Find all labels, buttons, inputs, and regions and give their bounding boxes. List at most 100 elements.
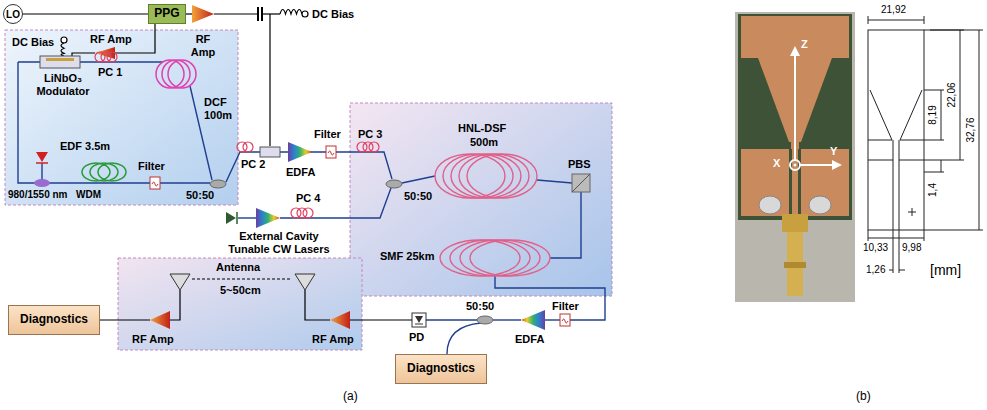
fiber-coil <box>82 163 126 181</box>
fiber <box>402 176 435 183</box>
dimension-line <box>924 90 944 140</box>
inductor-symbol <box>280 10 302 15</box>
screw <box>759 196 781 214</box>
pc-loop <box>357 142 367 152</box>
axis-label: Y <box>830 145 837 158</box>
pc-loop <box>297 208 307 218</box>
substrate-gap <box>741 58 789 142</box>
pc-loop <box>101 52 111 62</box>
sma-connector <box>782 214 808 232</box>
fiber-coil <box>156 60 196 88</box>
photo-background <box>735 12 855 302</box>
axis-line <box>800 164 834 166</box>
rf-amplifier-symbol <box>192 5 214 23</box>
pbs-diagonal <box>572 174 590 192</box>
axis-arrowhead <box>832 160 842 170</box>
axes <box>790 54 834 170</box>
pump-diode-symbol <box>36 152 48 162</box>
coil-turn <box>451 154 521 198</box>
fiber <box>238 217 256 218</box>
wire <box>100 319 150 320</box>
coil-turn <box>168 60 196 88</box>
axis-dot <box>794 164 797 167</box>
rf-amplifier-symbol <box>330 311 350 329</box>
sma-connector <box>784 262 806 268</box>
pc-loop <box>303 208 313 218</box>
antenna-symbol <box>170 274 190 290</box>
coil-turn <box>459 154 529 198</box>
pcb-board <box>738 14 852 220</box>
coupler-label: 50:50 <box>466 300 494 313</box>
polarization-controller <box>237 142 379 218</box>
amplifier-label: EDFA <box>286 166 315 179</box>
electrical-wires <box>100 279 412 320</box>
diagnostics-box: Diagnostics <box>8 305 100 335</box>
dimension-value: 10,33 <box>863 242 888 254</box>
dimension-value: 21,92 <box>881 4 906 16</box>
fiber <box>545 319 560 320</box>
filter-mark <box>328 151 334 155</box>
wire <box>350 319 412 320</box>
length-label: 100m <box>204 109 232 122</box>
axis-arrowhead <box>790 46 800 56</box>
component-label: PC 4 <box>296 192 320 205</box>
laser-diode-symbol <box>226 212 236 224</box>
coil-turn <box>156 60 184 88</box>
coil-turn <box>98 163 126 181</box>
node-text: Diagnostics <box>20 313 88 326</box>
dimension-line <box>924 30 983 230</box>
dimension-value: 32,76 <box>965 117 977 142</box>
electrical-wires <box>61 7 308 146</box>
edfa-symbol <box>288 142 312 162</box>
component-label: LiNbO₃ Modulator <box>32 72 94 97</box>
bias-label: DC Bias <box>312 8 354 21</box>
dimension-value: 9,98 <box>902 242 921 254</box>
coupler-symbol <box>477 316 493 324</box>
fiber <box>550 192 581 258</box>
screw <box>809 196 831 214</box>
photodiode-bar <box>415 324 423 325</box>
substrate-gap <box>798 149 801 216</box>
coupler-symbol <box>210 180 226 188</box>
coupler-label: 50:50 <box>404 190 432 203</box>
coil-turn <box>82 163 110 181</box>
dimension-drawing <box>868 16 983 273</box>
edfa-symbol <box>256 208 280 228</box>
photodiode-mark <box>415 316 423 323</box>
node-text: Diagnostics <box>407 362 475 375</box>
component-label: HNL-DSF <box>458 122 506 135</box>
fiber <box>493 319 521 320</box>
component-label: PC 3 <box>358 128 382 141</box>
fiber <box>41 163 42 180</box>
filter-mark <box>562 319 568 323</box>
substrate-gap <box>799 142 849 149</box>
component-label: PC 2 <box>241 158 265 171</box>
axis-label: X <box>773 157 780 170</box>
wdm-symbol <box>34 179 50 187</box>
coil-turn <box>162 60 190 88</box>
wire <box>170 290 180 320</box>
amplifier-label: RF Amp <box>132 333 174 346</box>
component-label: Filter <box>552 300 579 313</box>
coupler-symbol <box>386 180 402 188</box>
amplifier-label: RF Amp <box>188 33 218 58</box>
fiber <box>280 188 391 218</box>
axis-line <box>794 54 796 160</box>
coil-turn <box>467 154 537 198</box>
coil-turn <box>460 240 540 276</box>
pc-loop <box>363 142 373 152</box>
capacitor-plate <box>257 7 259 21</box>
modulator-symbol <box>260 147 280 157</box>
amplifier-label: RF Amp <box>90 33 132 46</box>
wire <box>269 14 270 146</box>
length-label: 500m <box>470 136 498 149</box>
wire <box>305 290 330 320</box>
copper-layer <box>741 16 849 216</box>
axis-out-of-plane <box>790 160 800 170</box>
bias-label: DC Bias <box>12 36 54 49</box>
amplifier-label: RF Amp <box>312 333 354 346</box>
fiber <box>336 152 392 179</box>
laser-diode-bar <box>236 212 238 224</box>
fiber <box>426 319 477 320</box>
